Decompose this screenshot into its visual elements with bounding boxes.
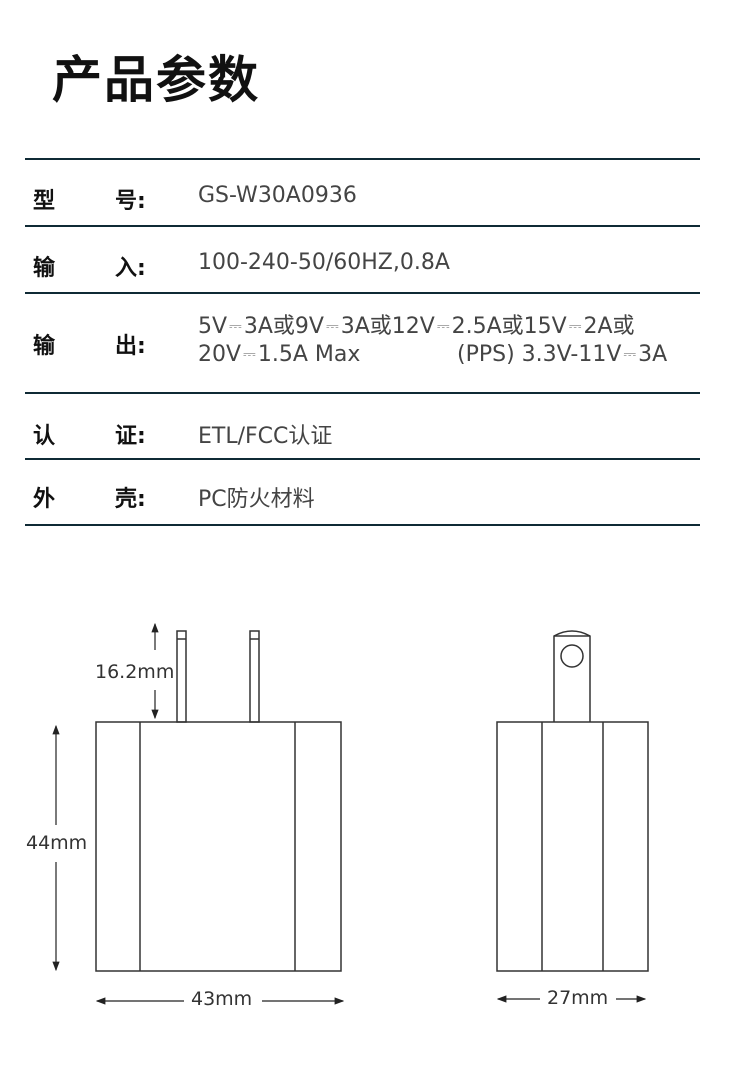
spec-value: PC防火材料 [198,487,315,512]
spec-label: 号: [115,189,146,214]
dc-symbol-icon: ⎓ [243,344,256,363]
spec-label: 输 [33,256,56,281]
table-bottom-rule [25,524,700,526]
spec-label: 出: [115,334,146,359]
front-view [95,630,342,972]
height-label: 44mm [26,832,88,854]
spec-value: GS-W30A0936 [198,183,357,208]
spec-label: 型 [33,189,56,214]
dc-symbol-icon: ⎓ [568,316,582,335]
divider [25,292,700,294]
divider [25,458,700,460]
spec-value: 100-240-50/60HZ,0.8A [198,250,450,275]
dc-symbol-icon: ⎓ [229,316,242,335]
output-line-2a: 20V⎓1.5A Max [198,342,361,367]
spec-label: 证: [115,424,146,449]
dc-symbol-icon: ⎓ [325,316,339,335]
spec-label: 输 [33,334,56,359]
side-view [496,630,649,972]
table-top-rule [25,158,700,160]
divider [25,392,700,394]
spec-value: ETL/FCC认证 [198,424,333,449]
spec-label: 外 [33,487,56,512]
dc-symbol-icon: ⎓ [436,316,450,335]
spec-label: 认 [33,424,56,449]
output-line-1: 5V⎓3A或9V⎓3A或12V⎓2.5A或15V⎓2A或 [198,314,635,339]
page-title: 产品参数 [52,51,260,109]
dc-symbol-icon: ⎓ [623,344,637,363]
spec-label: 入: [115,256,146,281]
divider [25,225,700,227]
output-line-2b: (PPS) 3.3V-11V⎓3A [457,342,668,367]
spec-label: 壳: [115,487,146,512]
dimension-arrows [52,622,647,1005]
prong-length-label: 16.2mm [95,661,175,683]
width-label: 43mm [191,988,253,1010]
depth-label: 27mm [547,987,609,1009]
